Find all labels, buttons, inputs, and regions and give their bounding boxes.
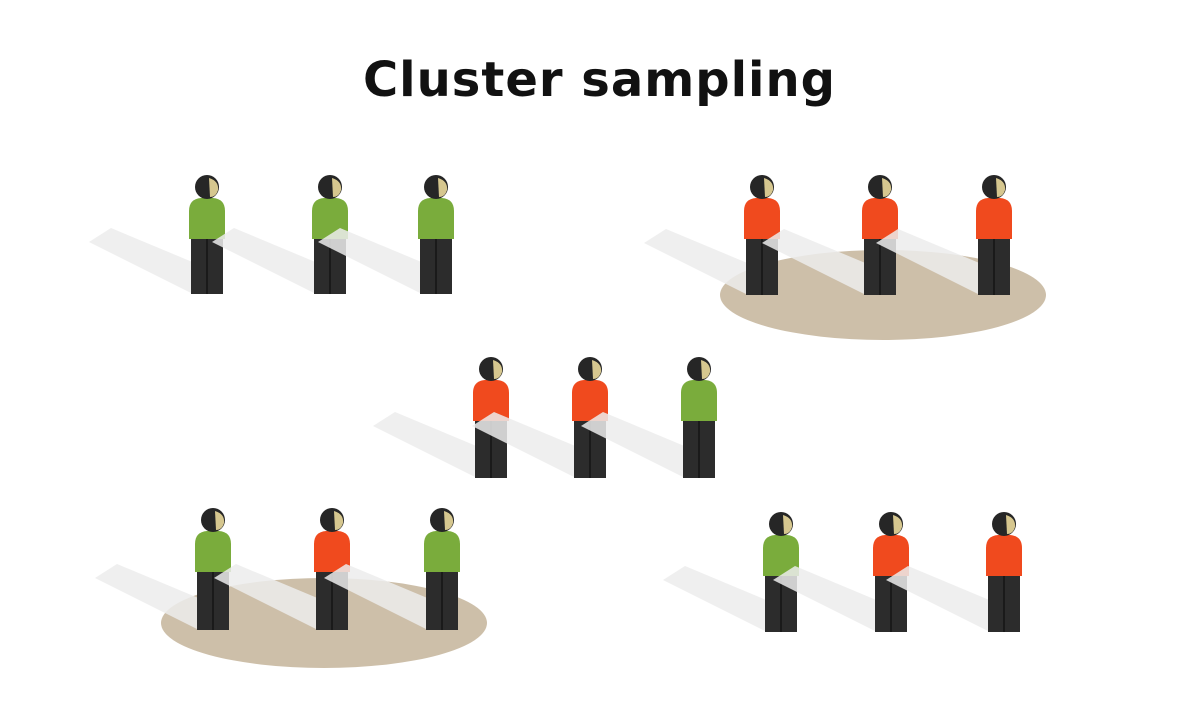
person-face [444, 511, 454, 530]
person-shirt [862, 198, 898, 239]
person-shirt [976, 198, 1012, 239]
person-shirt [873, 535, 909, 576]
cluster-2 [644, 175, 1046, 340]
person-shadow [89, 228, 221, 294]
person-shadow [663, 566, 795, 632]
person-shadow [95, 564, 227, 630]
person-shirt [744, 198, 780, 239]
person-shirt [681, 380, 717, 421]
person-face [438, 178, 448, 197]
person-shadow [762, 229, 894, 295]
person-selected [214, 508, 350, 630]
person-face [1006, 515, 1016, 534]
person-face [893, 515, 903, 534]
person-unselected [89, 175, 225, 294]
person-shadow [876, 229, 1008, 295]
person-face [215, 511, 225, 530]
person-selected [876, 175, 1012, 295]
person-unselected [95, 508, 231, 630]
person-shadow [773, 566, 905, 632]
cluster-4 [95, 508, 487, 668]
person-face [882, 178, 892, 197]
person-face [209, 178, 219, 197]
person-shirt [189, 198, 225, 239]
person-face [764, 178, 774, 197]
person-shadow [644, 229, 776, 295]
person-face [493, 360, 503, 379]
person-shadow [212, 228, 344, 294]
person-unselected [318, 175, 454, 294]
person-shirt [314, 531, 350, 572]
person-shadow [214, 564, 346, 630]
person-shirt [424, 531, 460, 572]
person-unselected [581, 357, 717, 478]
person-face [783, 515, 793, 534]
person-shirt [195, 531, 231, 572]
person-shadow [318, 228, 450, 294]
person-unselected [212, 175, 348, 294]
person-shadow [886, 566, 1018, 632]
person-selected [644, 175, 780, 295]
person-selected [886, 512, 1022, 632]
person-unselected [663, 512, 799, 632]
cluster-1 [89, 175, 454, 294]
person-shadow [373, 412, 505, 478]
cluster-5 [663, 512, 1022, 632]
person-selected [773, 512, 909, 632]
diagram-title: Cluster sampling [362, 52, 837, 108]
person-shirt [986, 535, 1022, 576]
person-shadow [581, 412, 713, 478]
person-face [332, 178, 342, 197]
person-shirt [572, 380, 608, 421]
person-shadow [324, 564, 456, 630]
cluster-3 [373, 357, 717, 478]
person-face [996, 178, 1006, 197]
person-shirt [418, 198, 454, 239]
person-shadow [472, 412, 604, 478]
person-face [701, 360, 711, 379]
person-face [334, 511, 344, 530]
person-shirt [763, 535, 799, 576]
person-shirt [473, 380, 509, 421]
person-face [592, 360, 602, 379]
person-unselected [324, 508, 460, 630]
